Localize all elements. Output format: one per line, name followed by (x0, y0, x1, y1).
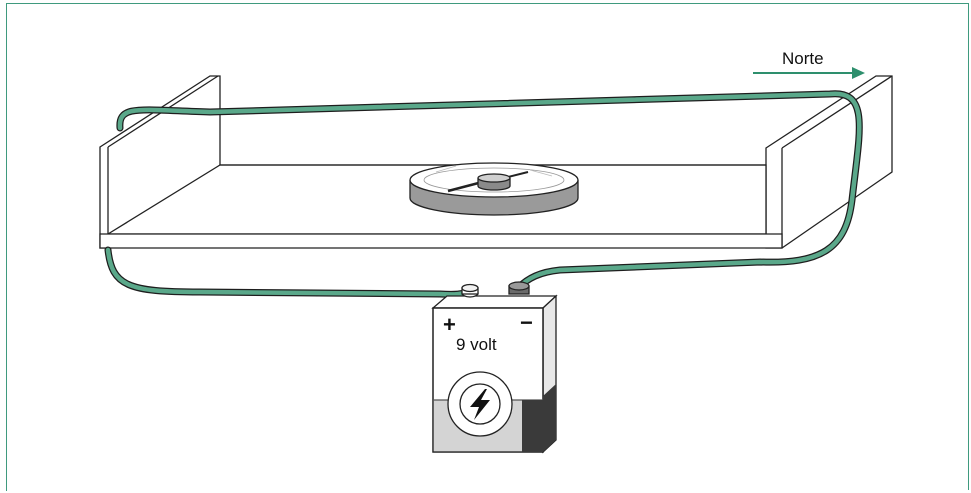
battery-voltage-label: 9 volt (456, 335, 497, 354)
copper-wire (104, 90, 863, 298)
north-arrow (753, 67, 865, 79)
battery-plus-sign: + (443, 312, 456, 337)
compass-icon (409, 162, 579, 216)
battery-icon (431, 281, 558, 454)
north-label: Norte (782, 49, 824, 68)
battery-minus-sign: − (520, 310, 533, 335)
frame-border (6, 2, 969, 491)
